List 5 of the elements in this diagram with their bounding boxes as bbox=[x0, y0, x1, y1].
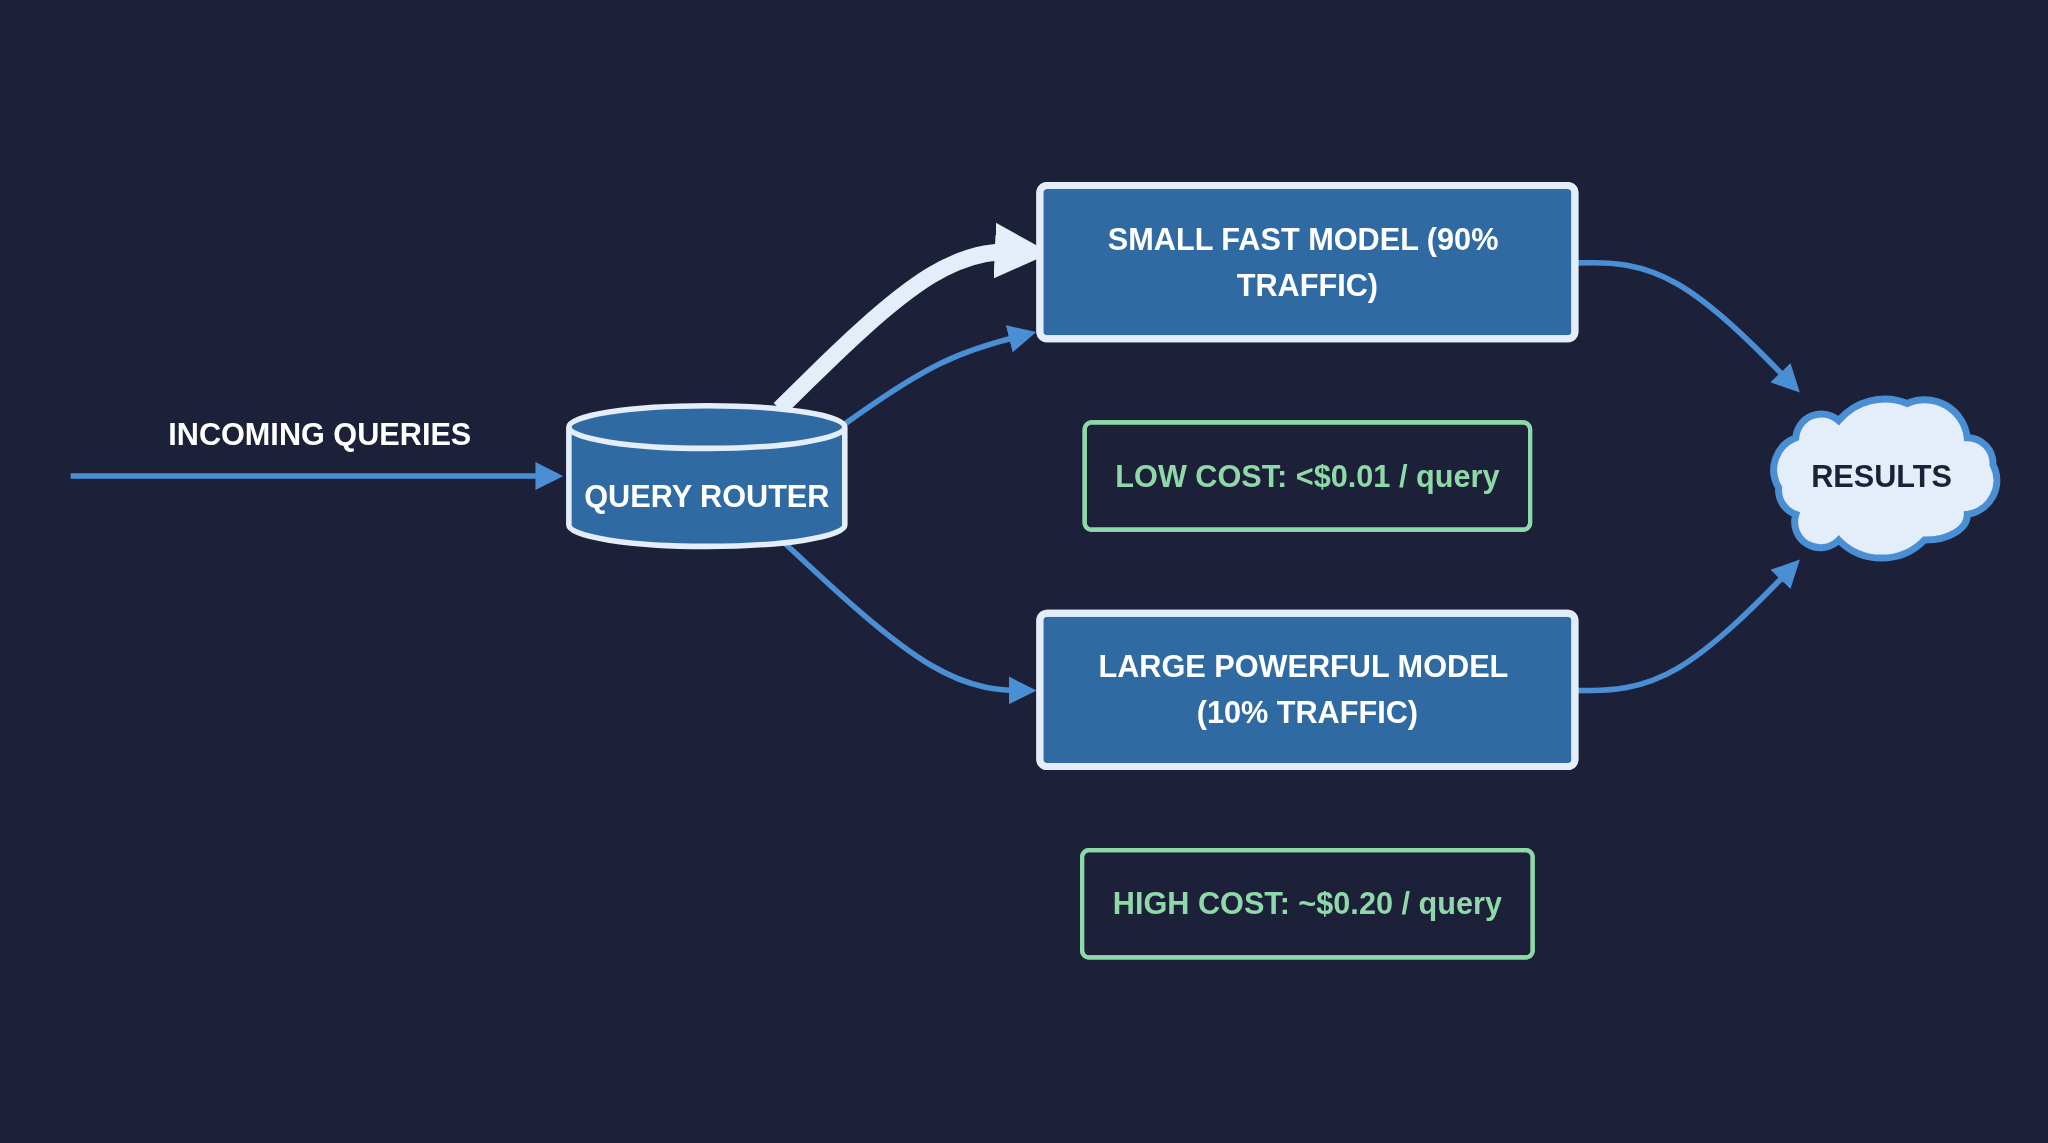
arrow bbox=[842, 325, 1037, 427]
arrow bbox=[70, 462, 564, 490]
arrow bbox=[1575, 559, 1800, 694]
edge-label: INCOMING QUERIES bbox=[168, 416, 472, 451]
arrow bbox=[1575, 259, 1800, 393]
